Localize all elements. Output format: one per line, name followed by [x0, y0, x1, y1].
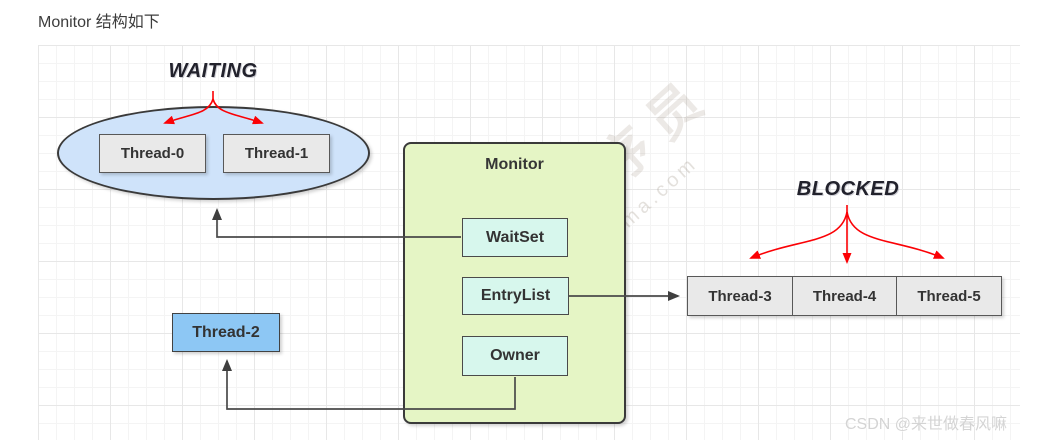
thread-0-node: Thread-0: [99, 134, 206, 173]
monitor-slot-owner: Owner: [462, 336, 568, 376]
monitor-title: Monitor: [485, 156, 544, 173]
thread-1-node: Thread-1: [223, 134, 330, 173]
waiting-state-label: WAITING: [168, 60, 258, 82]
thread-3-node: Thread-3: [687, 276, 793, 316]
watermark-corner: CSDN @来世做春风嘛: [845, 416, 1008, 433]
page-title: Monitor 结构如下: [38, 14, 160, 31]
thread-2-node: Thread-2: [172, 313, 280, 352]
blocked-thread-row: Thread-3 Thread-4 Thread-5: [687, 276, 1002, 316]
blocked-state-label: BLOCKED: [796, 178, 900, 200]
monitor-slot-waitset: WaitSet: [462, 218, 568, 257]
monitor-slot-entrylist: EntryList: [462, 277, 569, 315]
thread-4-node: Thread-4: [791, 276, 898, 316]
thread-5-node: Thread-5: [896, 276, 1002, 316]
